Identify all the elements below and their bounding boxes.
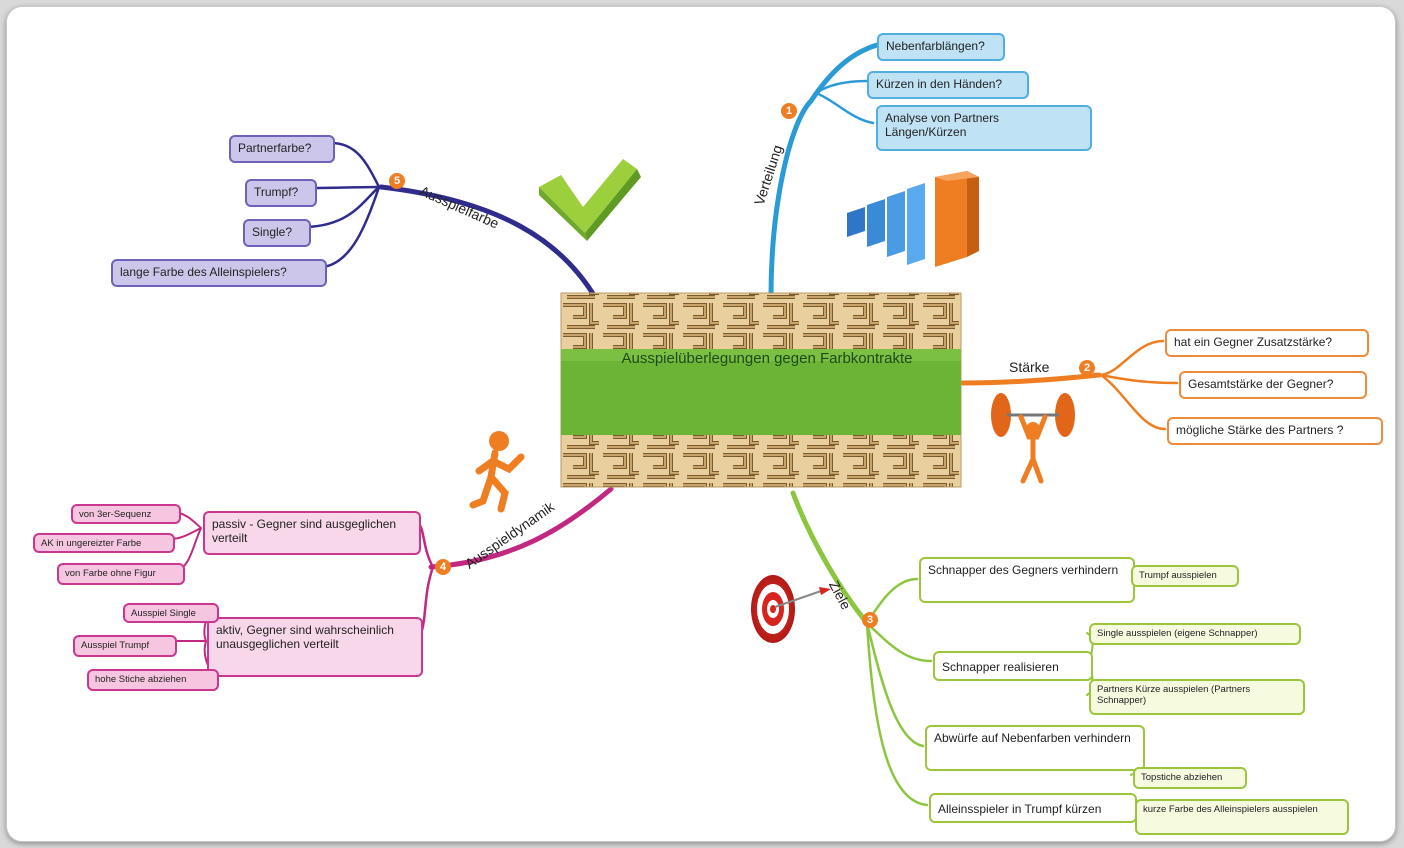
subtopic-ausspiel-single[interactable]: Ausspiel Single bbox=[123, 603, 219, 623]
subtopic-3er-sequenz[interactable]: von 3er-Sequenz bbox=[71, 504, 181, 524]
subtopic-farbe-ohne-figur[interactable]: von Farbe ohne Figur bbox=[57, 563, 185, 585]
topic-abwuerfe-verhindern[interactable]: Abwürfe auf Nebenfarben verhindern bbox=[925, 725, 1145, 771]
topic-alleinspieler-kuerzen[interactable]: Alleinsspieler in Trumpf kürzen bbox=[929, 793, 1137, 823]
branch-ausspielfarbe-lines bbox=[305, 141, 598, 300]
topic-analyse-partners[interactable]: Analyse von Partners Längen/Kürzen bbox=[876, 105, 1092, 151]
topic-zusatzstaerke[interactable]: hat ein Gegner Zusatzstärke? bbox=[1165, 329, 1369, 357]
topic-nebenfarblaengen[interactable]: Nebenfarblängen? bbox=[877, 33, 1005, 61]
subtopic-trumpf-ausspielen[interactable]: Trumpf ausspielen bbox=[1131, 565, 1239, 587]
center-maze-image bbox=[560, 292, 962, 488]
topic-aktiv[interactable]: aktiv, Gegner sind wahrscheinlich unausg… bbox=[207, 617, 423, 677]
subtopic-ak-ungereizt[interactable]: AK in ungereizter Farbe bbox=[33, 533, 175, 553]
checkmark-icon bbox=[539, 159, 641, 241]
topic-single[interactable]: Single? bbox=[243, 219, 311, 247]
branch-number-staerke: 2 bbox=[1079, 360, 1095, 376]
topic-trumpf[interactable]: Trumpf? bbox=[245, 179, 317, 207]
topic-gesamtstaerke[interactable]: Gesamtstärke der Gegner? bbox=[1179, 371, 1367, 399]
subtopic-single-ausspielen[interactable]: Single ausspielen (eigene Schnapper) bbox=[1089, 623, 1301, 645]
topic-lange-farbe[interactable]: lange Farbe des Alleinspielers? bbox=[111, 259, 327, 287]
subtopic-partners-kuerze[interactable]: Partners Kürze ausspielen (Partners Schn… bbox=[1089, 679, 1305, 715]
topic-passiv[interactable]: passiv - Gegner sind ausgeglichen vertei… bbox=[203, 511, 421, 555]
topic-schnapper-verhindern[interactable]: Schnapper des Gegners verhindern bbox=[919, 557, 1135, 603]
branch-number-ausspieldynamik: 4 bbox=[435, 559, 451, 575]
branch-verteilung-lines bbox=[768, 42, 880, 300]
runner-icon bbox=[469, 431, 525, 513]
subtopic-kurze-farbe[interactable]: kurze Farbe des Alleinspielers ausspiele… bbox=[1135, 799, 1349, 835]
branch-number-ziele: 3 bbox=[862, 612, 878, 628]
branch-label-staerke[interactable]: Stärke bbox=[1009, 359, 1050, 375]
topic-schnapper-realisieren[interactable]: Schnapper realisieren bbox=[933, 651, 1093, 681]
subtopic-hohe-stiche[interactable]: hohe Stiche abziehen bbox=[87, 669, 219, 691]
topic-staerke-partner[interactable]: mögliche Stärke des Partners ? bbox=[1167, 417, 1383, 445]
branch-number-ausspielfarbe: 5 bbox=[389, 173, 405, 189]
central-topic[interactable]: Ausspielüberlegungen gegen Farbkontrakte bbox=[621, 350, 913, 367]
topic-partnerfarbe[interactable]: Partnerfarbe? bbox=[229, 135, 335, 163]
branch-staerke-lines bbox=[960, 339, 1179, 431]
weightlifter-icon bbox=[991, 393, 1075, 484]
mindmap-connectors bbox=[170, 42, 1179, 807]
mindmap-canvas: Ausspielüberlegungen gegen Farbkontrakte… bbox=[6, 6, 1396, 842]
bar-chart-icon bbox=[847, 171, 979, 267]
target-icon bbox=[751, 575, 831, 643]
branch-number-verteilung: 1 bbox=[781, 103, 797, 119]
subtopic-topstiche-abziehen[interactable]: Topstiche abziehen bbox=[1133, 767, 1247, 789]
topic-kuerzen-haenden[interactable]: Kürzen in den Händen? bbox=[867, 71, 1029, 99]
subtopic-ausspiel-trumpf[interactable]: Ausspiel Trumpf bbox=[73, 635, 177, 657]
